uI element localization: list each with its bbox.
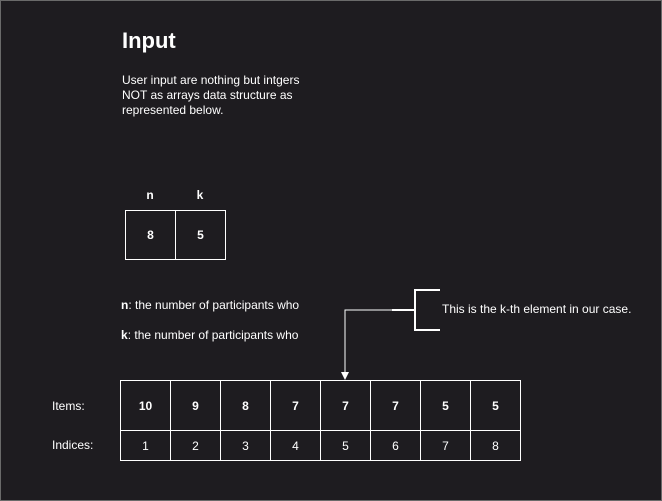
definition-k-text: : the number of participants who (127, 328, 299, 342)
item-cell: 9 (170, 380, 221, 431)
item-cell: 8 (220, 380, 271, 431)
items-label: Items: (52, 399, 85, 413)
index-cell: 5 (320, 430, 371, 461)
index-cell: 6 (370, 430, 421, 461)
k-header: k (196, 188, 204, 202)
definition-n: n: the number of participants who (121, 298, 299, 312)
item-cell: 7 (320, 380, 371, 431)
description: User input are nothing but intgers NOT a… (122, 73, 299, 118)
index-cell: 2 (170, 430, 221, 461)
definition-n-key: n (121, 298, 129, 312)
description-line-1: User input are nothing but intgers (122, 73, 300, 87)
item-cell: 7 (270, 380, 321, 431)
callout-arrowhead (341, 372, 349, 380)
item-cell: 7 (370, 380, 421, 431)
definition-k: k: the number of participants who (121, 328, 298, 342)
k-value-box: 5 (175, 210, 226, 260)
callout-line (344, 309, 392, 374)
index-cell: 7 (420, 430, 471, 461)
page-title: Input (122, 28, 176, 53)
index-cell: 4 (270, 430, 321, 461)
item-cell: 5 (470, 380, 521, 431)
callout-bracket (414, 289, 440, 331)
index-cell: 3 (220, 430, 271, 461)
item-cell: 10 (120, 380, 171, 431)
index-cell: 1 (120, 430, 171, 461)
callout-text: This is the k-th element in our case. (442, 302, 632, 316)
n-header: n (146, 188, 154, 202)
item-cell: 5 (420, 380, 471, 431)
definition-n-text: : the number of participants who (128, 298, 300, 312)
index-cell: 8 (470, 430, 521, 461)
indices-label: Indices: (52, 438, 94, 452)
definition-k-key: k (121, 328, 128, 342)
description-line-3: represented below. (122, 103, 224, 117)
description-line-2: NOT as arrays data structure as (122, 88, 293, 102)
